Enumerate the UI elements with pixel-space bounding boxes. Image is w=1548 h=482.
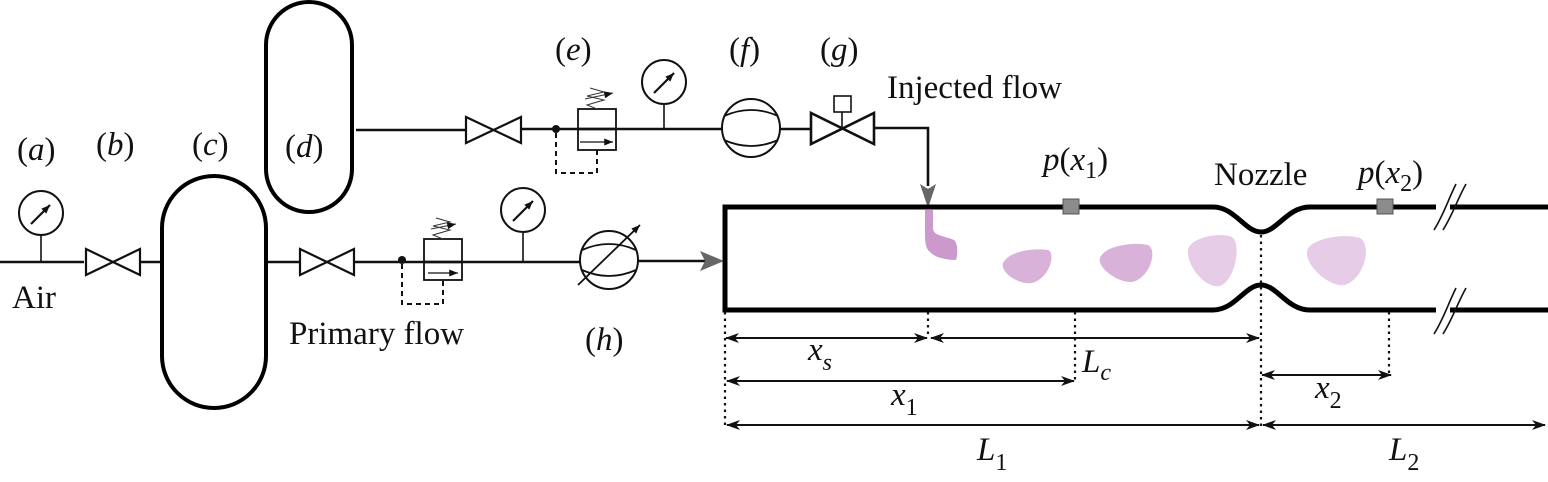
primary-line [0,174,724,410]
slug [1306,236,1366,286]
label-h: (h) [585,322,624,358]
dimension-lines [723,312,1546,430]
xs-label: xs [807,332,832,376]
pressure-regulator-primary-icon [398,217,463,305]
injection-jet [925,210,958,260]
channel-wall [722,204,1213,313]
label-a: (a) [17,132,56,168]
pressure-gauge-injected-icon [641,59,687,129]
injected-line [264,0,936,214]
primary-flow-label: Primary flow [289,316,464,352]
nozzle-wall-lower [1212,282,1548,313]
label-d: (d) [285,129,324,165]
label-f: (f) [729,32,760,68]
pressure-gauge-primary-icon [500,187,546,261]
labels: (a) (b) (c) (d) (e) (f) (g) (h) Air Prim… [12,32,1423,476]
flowmeter-f-icon [721,98,781,158]
valve-primary-icon [298,247,356,277]
x2-label: x2 [1314,370,1342,414]
l1-label: L1 [976,432,1007,476]
injected-flow-label: Injected flow [887,70,1062,106]
tank-d-icon [264,0,354,214]
pipe-segment [874,126,930,186]
slug [1099,243,1153,283]
injection-arrow-icon [920,184,936,208]
label-c: (c) [192,127,229,163]
x1-label: x1 [890,377,918,421]
label-b: (b) [96,127,135,163]
pressure-gauge-a-icon [18,190,64,262]
test-section [722,183,1548,430]
p1-label: p(x1) [1041,142,1108,184]
l2-label: L2 [1388,432,1419,476]
solenoid-valve-g-icon [809,95,876,147]
slug [1187,235,1237,287]
label-g: (g) [820,32,859,68]
primary-inlet-arrow-icon [700,251,724,271]
lc-label: Lc [1081,344,1111,386]
nozzle-wall-upper [1212,204,1548,235]
break-mark-icon [1433,183,1467,335]
p2-label: p(x2) [1356,155,1423,197]
tank-c-icon [160,174,268,410]
flowmeter-h-icon [577,224,641,290]
pressure-sensor-p1 [1062,198,1080,215]
slug [1002,249,1052,284]
pressure-sensor-p2 [1376,198,1394,215]
air-label: Air [12,280,56,316]
valve-b-icon [84,247,142,277]
nozzle-label: Nozzle [1214,157,1307,193]
valve-injected-icon [464,115,523,145]
pressure-regulator-e-icon [552,87,617,174]
label-e: (e) [555,32,592,68]
